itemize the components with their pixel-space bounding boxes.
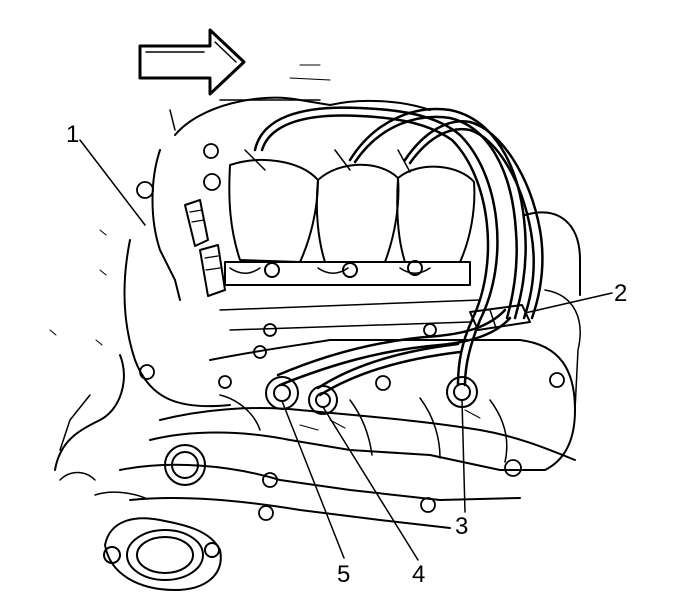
- upper-manifold: [151, 64, 431, 301]
- callout-4: 4: [412, 561, 426, 588]
- leader-lines: [79, 139, 613, 561]
- wire-clip: [469, 304, 531, 331]
- hatch-details: [49, 229, 481, 431]
- sensor-bracket: [184, 199, 226, 297]
- callout-1: 1: [66, 121, 80, 148]
- direction-arrow-icon: [138, 28, 246, 96]
- callout-5: 5: [337, 561, 351, 588]
- ignition-coils: [224, 149, 476, 286]
- bolts: [136, 143, 565, 521]
- flange: [59, 444, 222, 591]
- callout-3: 3: [455, 513, 469, 540]
- cylinder-head: [54, 211, 581, 529]
- callout-2: 2: [614, 280, 628, 307]
- spark-plug-wires: [253, 106, 544, 397]
- spark-plug-boots: [265, 376, 478, 415]
